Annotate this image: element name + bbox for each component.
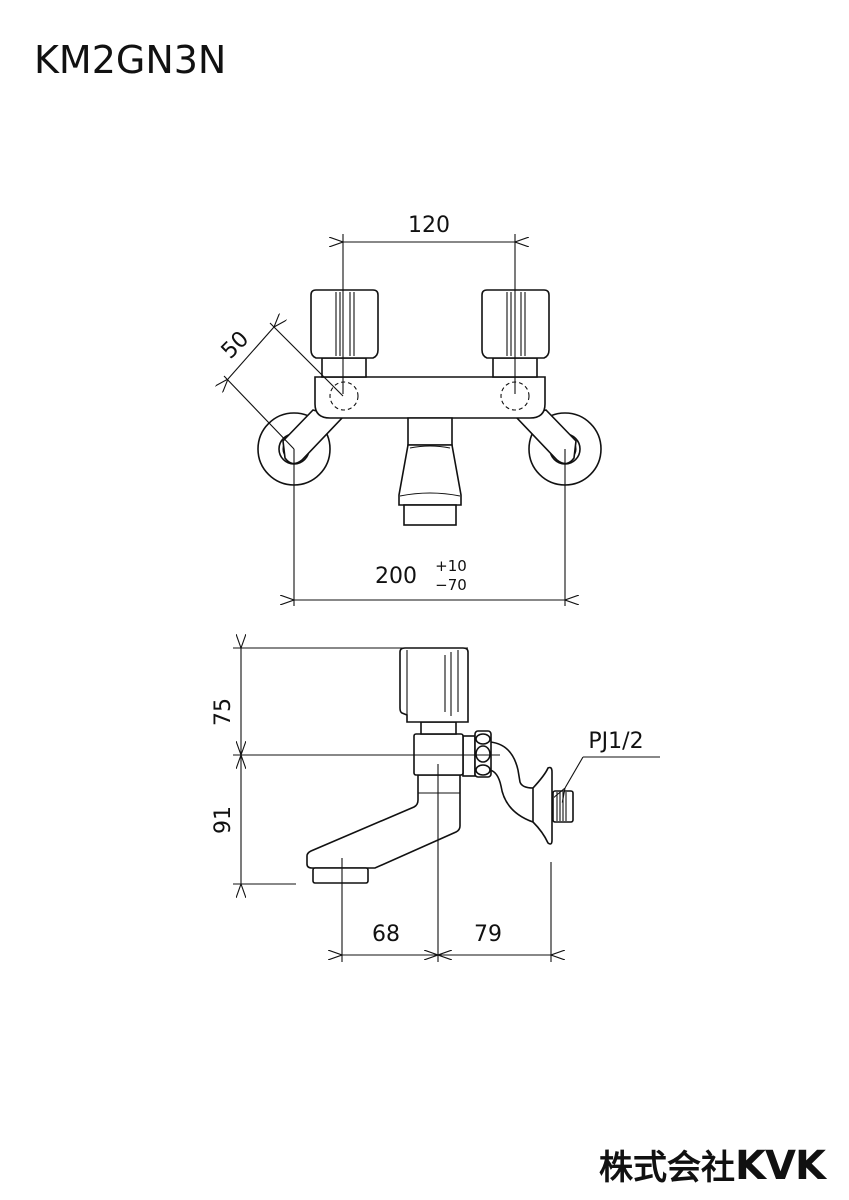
dim-68-label: 68 xyxy=(372,922,400,947)
union-nut xyxy=(462,730,492,778)
left-valve-hidden xyxy=(329,381,359,411)
dimension-91: 91 xyxy=(211,755,296,884)
wall-flange-side xyxy=(532,766,553,845)
handle-side xyxy=(399,647,469,723)
tolerance-plus: +10 xyxy=(435,557,467,575)
spout-side xyxy=(306,774,461,869)
wall-pipe xyxy=(489,741,534,823)
company-logo: 株式会社KVK xyxy=(599,1140,826,1189)
company-name: 株式会社 xyxy=(599,1148,736,1188)
brand-name: KVK xyxy=(735,1143,826,1189)
drawing-title: KM2GN3N xyxy=(34,38,227,82)
dim-200-label: 200 xyxy=(375,564,417,589)
dim-91-label: 91 xyxy=(211,806,236,834)
tolerance-minus: −70 xyxy=(435,576,467,594)
dim-79-label: 79 xyxy=(474,922,502,947)
side-view: 75 91 68 79 PJ1/2 xyxy=(211,648,660,962)
aerator xyxy=(312,867,369,884)
right-arm xyxy=(515,409,577,465)
threaded-connection xyxy=(552,790,574,823)
connection-label: PJ1/2 xyxy=(588,729,643,754)
dimension-120: 120 xyxy=(343,213,515,394)
dimension-200: 200 +10 −70 xyxy=(294,449,565,606)
left-arm xyxy=(282,409,344,465)
dimension-68-79: 68 79 xyxy=(342,764,551,962)
connection-callout: PJ1/2 xyxy=(565,729,660,788)
dim-75-label: 75 xyxy=(211,698,236,726)
front-view: 120 50 200 +10 −70 xyxy=(217,213,602,606)
dim-50-label: 50 xyxy=(217,327,254,364)
spout-front xyxy=(398,417,462,526)
dim-120-label: 120 xyxy=(408,213,450,238)
dimension-75: 75 xyxy=(211,648,500,755)
valve-body xyxy=(314,376,546,419)
left-handle xyxy=(310,289,379,378)
